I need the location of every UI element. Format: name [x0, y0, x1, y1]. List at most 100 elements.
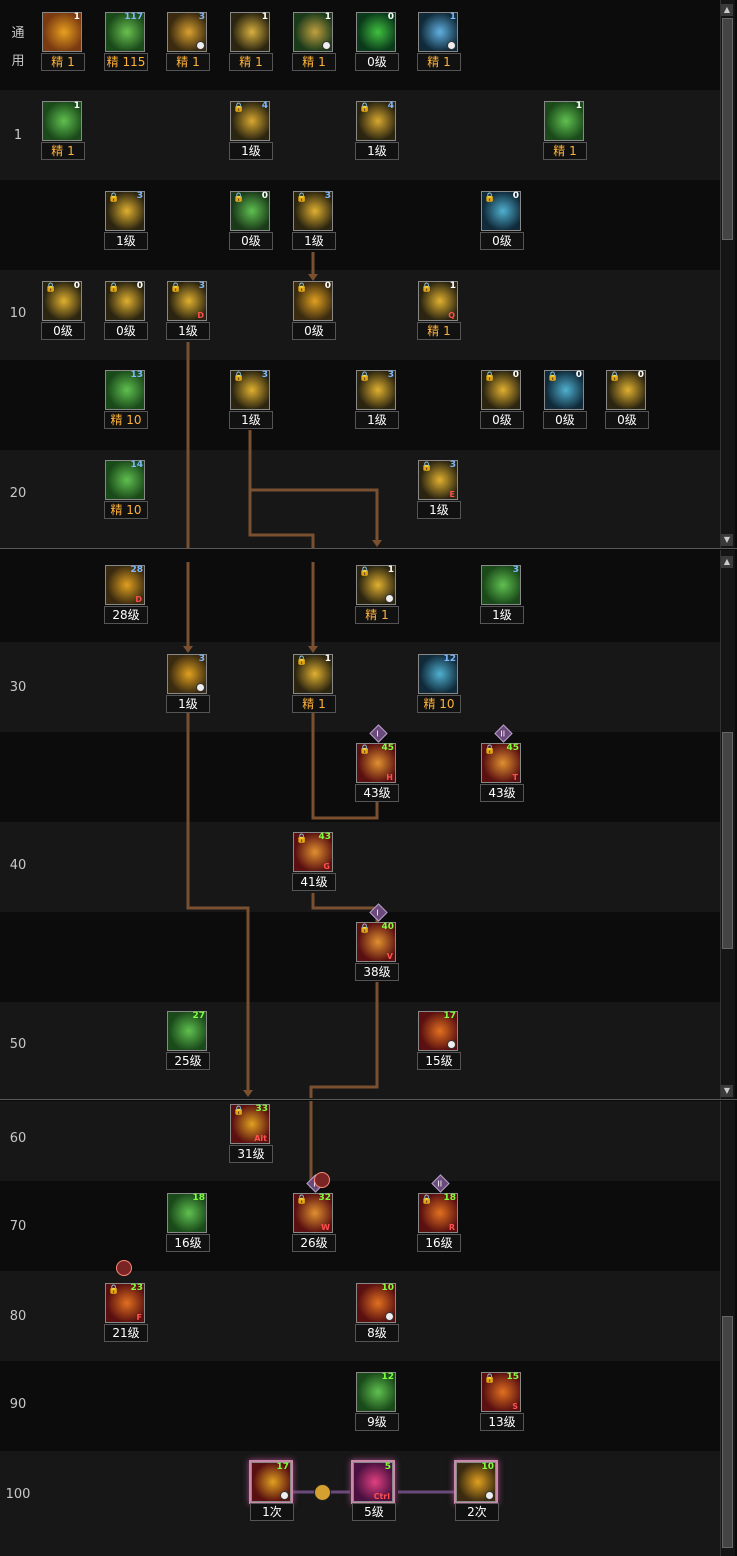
scroll-thumb-middle[interactable]	[722, 732, 733, 949]
skill-icon[interactable]: 15🔒S	[481, 1372, 521, 1412]
skill-icon[interactable]: 1	[230, 12, 270, 52]
skill-icon[interactable]: 3🔒	[230, 370, 270, 410]
skill-icon[interactable]: 18	[167, 1193, 207, 1233]
skill-icon[interactable]: 12	[418, 654, 458, 694]
skill-icon[interactable]: 3	[481, 565, 521, 605]
skill-icon[interactable]: 3🔒D	[167, 281, 207, 321]
skill-icon[interactable]: 40🔒V	[356, 922, 396, 962]
skill-icon[interactable]: 3	[167, 12, 207, 52]
skill-icon[interactable]: 18🔒R	[418, 1193, 458, 1233]
skill-icon[interactable]: 3🔒E	[418, 460, 458, 500]
skill-slot[interactable]: 0🔒0级	[292, 281, 336, 343]
skill-icon[interactable]: 27	[167, 1011, 207, 1051]
skill-icon[interactable]: 43🔒G	[293, 832, 333, 872]
scroll-up-arrow[interactable]: ▲	[721, 4, 733, 16]
skill-slot[interactable]: 32🔒W26级I	[292, 1174, 336, 1255]
skill-icon[interactable]: 0🔒	[544, 370, 584, 410]
skill-icon[interactable]: 23🔒F	[105, 1283, 145, 1323]
skill-slot[interactable]: 0🔒0级	[480, 370, 524, 432]
skill-icon[interactable]: 1	[293, 12, 333, 52]
skill-icon[interactable]: 3🔒	[105, 191, 145, 231]
skill-icon[interactable]: 10	[356, 1283, 396, 1323]
skill-slot[interactable]: 0🔒0级	[543, 370, 587, 432]
skill-slot[interactable]: 1🔒精 1	[292, 654, 336, 716]
skill-icon[interactable]: 13	[105, 370, 145, 410]
skill-icon[interactable]: 0🔒	[230, 191, 270, 231]
skill-icon[interactable]: 117	[105, 12, 145, 52]
skill-icon[interactable]: 45🔒H	[356, 743, 396, 783]
skill-icon[interactable]: 3🔒	[356, 370, 396, 410]
scroll-thumb-top[interactable]	[722, 18, 733, 240]
skill-slot[interactable]: 3🔒1级	[104, 191, 148, 253]
skill-icon[interactable]: 0🔒	[481, 370, 521, 410]
skill-icon[interactable]: 17	[251, 1462, 291, 1502]
scroll-thumb-bottom[interactable]	[722, 1316, 733, 1548]
skill-icon[interactable]: 3🔒	[293, 191, 333, 231]
skill-icon[interactable]: 12	[356, 1372, 396, 1412]
skill-slot[interactable]: 0🔒0级	[229, 191, 273, 253]
skill-icon[interactable]: 1🔒	[356, 565, 396, 605]
skill-slot[interactable]: 1🔒精 1	[355, 565, 399, 627]
skill-icon[interactable]: 33🔒Alt	[230, 1104, 270, 1144]
skill-icon[interactable]: 1	[544, 101, 584, 141]
skill-slot[interactable]: 0🔒0级	[480, 191, 524, 253]
skill-icon[interactable]: 3	[167, 654, 207, 694]
skill-icon[interactable]: 14	[105, 460, 145, 500]
skill-slot[interactable]: 0🔒0级	[605, 370, 649, 432]
scroll-down-arrow[interactable]: ▼	[721, 1085, 733, 1097]
skill-slot[interactable]: 4🔒1级	[229, 101, 273, 163]
skill-slot[interactable]: 3🔒1级	[229, 370, 273, 432]
skill-icon[interactable]: 4🔒	[230, 101, 270, 141]
scroll-down-arrow[interactable]: ▼	[721, 534, 733, 546]
skill-icon[interactable]: 10	[456, 1462, 496, 1502]
skill-slot[interactable]: 0🔒0级	[41, 281, 85, 343]
skill-icon[interactable]: 0🔒	[42, 281, 82, 321]
skill-slot[interactable]: 4🔒1级	[355, 101, 399, 163]
skill-icon[interactable]: 0🔒	[606, 370, 646, 410]
skill-icon[interactable]: 1🔒Q	[418, 281, 458, 321]
scroll-up-arrow[interactable]: ▲	[721, 556, 733, 568]
skill-icon[interactable]: 0🔒	[481, 191, 521, 231]
skill-icon[interactable]: 0	[356, 12, 396, 52]
skill-slot[interactable]: 0🔒0级	[104, 281, 148, 343]
skill-slot[interactable]: 3🔒1级	[292, 191, 336, 253]
skill-icon[interactable]: 1	[42, 12, 82, 52]
skill-icon[interactable]: 0🔒	[105, 281, 145, 321]
skill-icon[interactable]: 1🔒	[293, 654, 333, 694]
skill-icon[interactable]: 45🔒T	[481, 743, 521, 783]
skill-slot[interactable]: 3🔒1级	[355, 370, 399, 432]
